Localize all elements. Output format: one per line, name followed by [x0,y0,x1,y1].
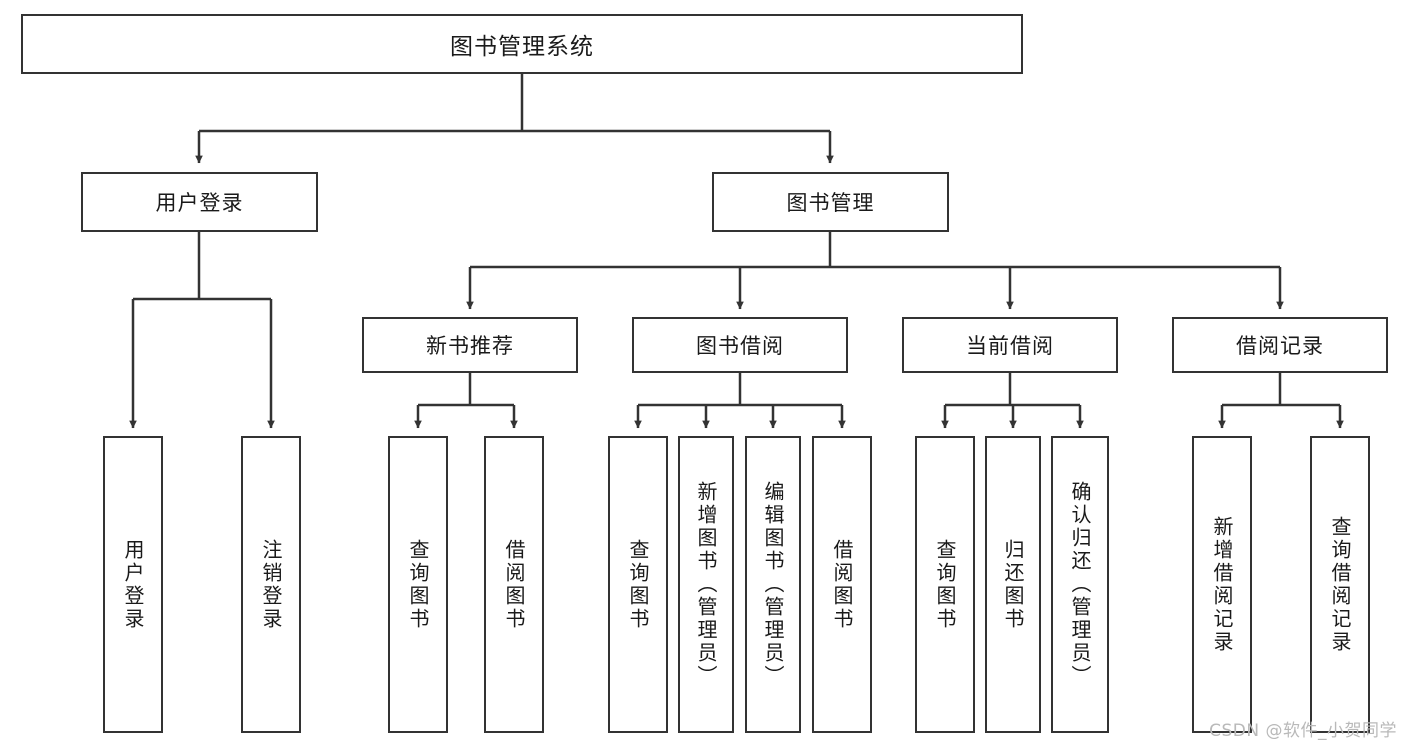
leaf-user-login-signin[interactable]: 用户登录 [103,436,163,733]
leaf-label: 注销登录 [259,538,283,631]
leaf-label: 查询图书 [933,538,957,631]
node-borrow-record-label: 借阅记录 [1236,334,1324,358]
leaf-record-add-borrow-record[interactable]: 新增借阅记录 [1192,436,1252,733]
leaf-label: 借阅图书 [830,538,854,631]
node-book-borrow-label: 图书借阅 [696,334,784,358]
csdn-watermark: CSDN @软件_小贺同学 [1209,721,1397,741]
leaf-current-confirm-return-admin[interactable]: 确认归还（管理员） [1051,436,1109,733]
node-book-management[interactable]: 图书管理 [712,172,949,232]
node-current-borrow-label: 当前借阅 [966,334,1054,358]
leaf-borrow-edit-book-admin[interactable]: 编辑图书（管理员） [745,436,801,733]
node-root-book-management-system[interactable]: 图书管理系统 [21,14,1023,74]
node-current-borrow[interactable]: 当前借阅 [902,317,1118,373]
leaf-label: 编辑图书（管理员） [761,481,785,688]
leaf-label: 归还图书 [1001,538,1025,631]
node-new-book-recommend[interactable]: 新书推荐 [362,317,578,373]
node-new-book-recommend-label: 新书推荐 [426,334,514,358]
leaf-record-query-borrow-record[interactable]: 查询借阅记录 [1310,436,1370,733]
leaf-label: 查询图书 [626,538,650,631]
leaf-label: 查询借阅记录 [1328,515,1352,654]
leaf-user-login-signout[interactable]: 注销登录 [241,436,301,733]
leaf-label: 新增借阅记录 [1210,515,1234,654]
node-user-login-label: 用户登录 [155,191,244,215]
leaf-label: 确认归还（管理员） [1068,481,1092,688]
node-root-label: 图书管理系统 [450,34,594,60]
leaf-label: 新增图书（管理员） [694,481,718,688]
leaf-label: 借阅图书 [502,538,526,631]
leaf-new-book-borrow-book[interactable]: 借阅图书 [484,436,544,733]
leaf-current-query-book[interactable]: 查询图书 [915,436,975,733]
leaf-label: 用户登录 [121,538,145,631]
leaf-borrow-add-book-admin[interactable]: 新增图书（管理员） [678,436,734,733]
node-book-borrow[interactable]: 图书借阅 [632,317,848,373]
node-book-management-label: 图书管理 [786,191,875,215]
leaf-new-book-query-book[interactable]: 查询图书 [388,436,448,733]
leaf-borrow-query-book[interactable]: 查询图书 [608,436,668,733]
leaf-borrow-borrow-book[interactable]: 借阅图书 [812,436,872,733]
leaf-label: 查询图书 [406,538,430,631]
node-user-login[interactable]: 用户登录 [81,172,318,232]
node-borrow-record[interactable]: 借阅记录 [1172,317,1388,373]
leaf-current-return-book[interactable]: 归还图书 [985,436,1041,733]
